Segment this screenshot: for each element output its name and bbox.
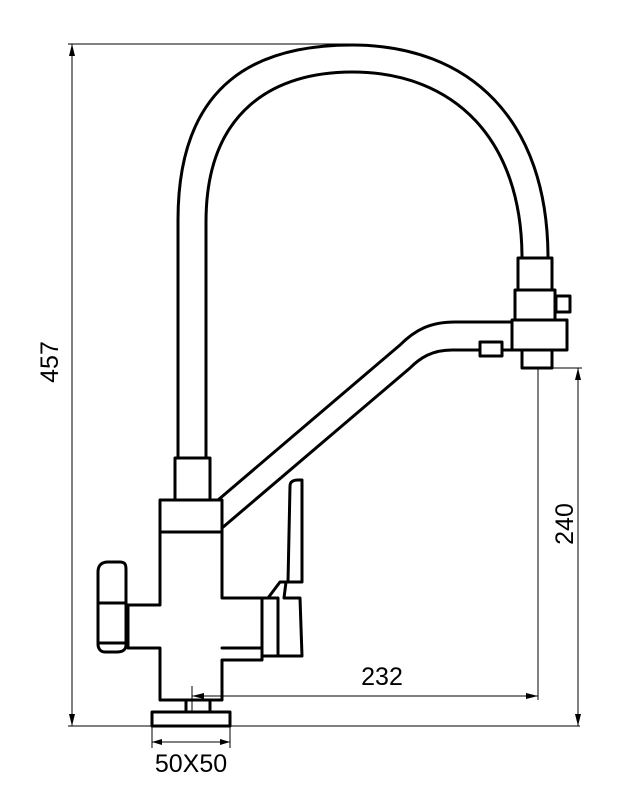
right-cartridge (260, 596, 280, 658)
spout-head-ring (516, 256, 554, 292)
spout-head-body (513, 288, 557, 322)
dim-base-size: 50X50 (151, 726, 231, 778)
dim-total-height-arrow-top (69, 44, 75, 56)
dim-spout-reach: 232 (191, 368, 539, 712)
spout-arm-lower (220, 348, 522, 530)
dim-total-height: 457 (36, 43, 580, 727)
dim-spout-height-arrow-bottom (575, 714, 581, 726)
dim-base-size-arrow-left (152, 739, 162, 745)
dim-spout-height-arrow-top (575, 368, 581, 380)
dim-base-size-arrow-right (220, 739, 230, 745)
spout-aerator (478, 340, 504, 358)
body-collar (158, 498, 224, 534)
dim-base-size-label: 50X50 (155, 750, 227, 778)
dim-total-height-label: 457 (36, 341, 64, 383)
faucet-outline (96, 43, 572, 728)
spout-outlet (520, 348, 554, 370)
spout-head-bar (510, 318, 569, 352)
base-neck (184, 698, 212, 714)
dim-spout-height: 240 (540, 367, 582, 726)
spout-arm (216, 320, 517, 502)
dim-spout-height-label: 240 (551, 503, 579, 545)
hose-collar (173, 456, 212, 502)
base-plate (150, 710, 232, 728)
spout-button (554, 294, 572, 314)
body-column (126, 530, 194, 702)
hose-outer (176, 43, 550, 460)
hose-inner (204, 70, 524, 460)
dim-spout-reach-label: 232 (361, 663, 403, 691)
left-handle-band (96, 601, 128, 645)
dim-spout-reach-arrow-left (192, 693, 204, 699)
dim-total-height-arrow-bottom (69, 714, 75, 726)
body-column-right (192, 530, 264, 702)
dim-spout-reach-arrow-right (526, 693, 538, 699)
